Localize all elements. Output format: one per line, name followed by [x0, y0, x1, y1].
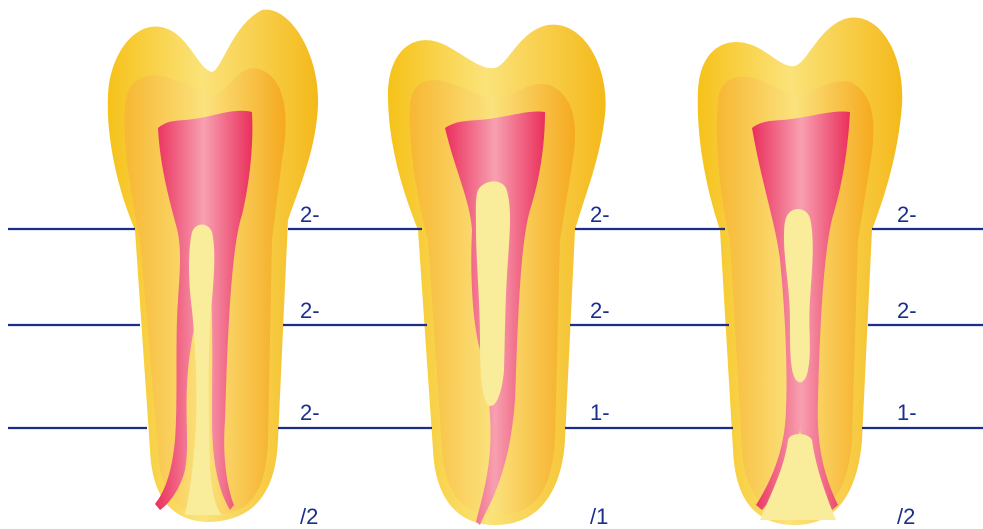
tooth-1-level-3-label: 2-: [300, 400, 320, 425]
tooth-2-level-3-label: 1-: [590, 400, 610, 425]
tooth-1-level-2-label: 2-: [300, 298, 320, 323]
tooth-3: [698, 17, 903, 525]
tooth-2-bottom-label: /1: [590, 504, 608, 529]
tooth-1-bottom-label: /2: [300, 504, 318, 529]
tooth-1-level-1-label: 2-: [300, 202, 320, 227]
tooth-2-level-2-label: 2-: [590, 298, 610, 323]
tooth-3-level-3-label: 1-: [897, 400, 917, 425]
tooth-3-bottom-label: /2: [897, 504, 915, 529]
tooth-2-level-1-label: 2-: [590, 202, 610, 227]
tooth-1: [108, 10, 318, 522]
tooth-3-level-1-label: 2-: [897, 202, 917, 227]
tooth-2: [388, 25, 606, 525]
tooth-3-level-2-label: 2-: [897, 298, 917, 323]
